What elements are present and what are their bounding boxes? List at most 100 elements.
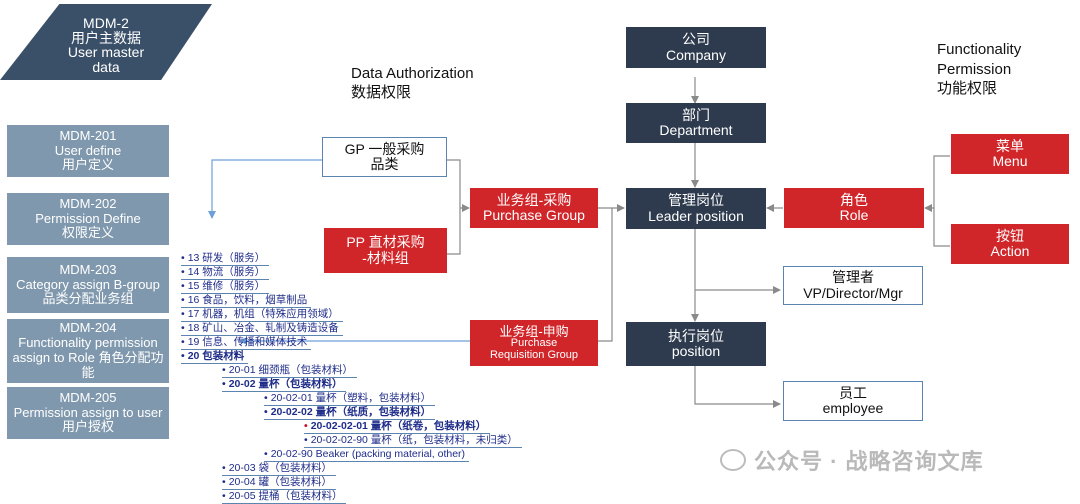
- requisition-group-en1: Purchase: [510, 337, 558, 350]
- menu-en: Permission assign to user: [13, 404, 163, 420]
- menu-zh: 能: [81, 364, 95, 380]
- tree-label: 15 维修（服务）: [187, 280, 266, 292]
- requisition-group-zh: 业务组-申购: [499, 323, 569, 339]
- tree-label: 20 包装材料: [187, 350, 245, 362]
- gp-category-box[interactable]: GP 一般采购 品类: [322, 137, 447, 177]
- purchase-group-en: Purchase Group: [483, 207, 585, 223]
- menu-zh: 用户授权: [61, 419, 114, 435]
- menu-code: MDM-203: [59, 261, 117, 277]
- department-zh: 部门: [682, 106, 710, 123]
- tree-item[interactable]: •20 包装材料: [181, 350, 249, 364]
- tree-label: 16 食品，饮料，烟草制品: [187, 294, 308, 306]
- tree-item[interactable]: •20-02 量杯（包装材料）: [222, 378, 347, 392]
- action-en: Action: [990, 243, 1030, 259]
- tree-label: 20-01 细颈瓶（包装材料）: [228, 364, 353, 376]
- tree-label: 20-02-02 量杯（纸质，包装材料）: [270, 406, 432, 418]
- tree-label: 20-04 罐（包装材料）: [228, 476, 332, 488]
- company-zh: 公司: [682, 31, 710, 48]
- data-authorization-heading: Data Authorization 数据权限: [351, 65, 474, 103]
- exec-position-box[interactable]: 执行岗位 position: [626, 322, 766, 366]
- menu-item-mdm-204[interactable]: MDM-204 Functionality permission assign …: [7, 319, 169, 383]
- tree-item[interactable]: •17 机器，机组（特殊应用领域）: [181, 308, 343, 322]
- tree-item[interactable]: •18 矿山、冶金、轧制及铸造设备: [181, 322, 343, 336]
- tree-item[interactable]: •20-01 细颈瓶（包装材料）: [222, 364, 357, 378]
- manager-zh: 管理者: [832, 269, 874, 286]
- menu-item-mdm-201[interactable]: MDM-201 User define 用户定义: [7, 125, 169, 177]
- menu-en: Category assign B-group: [16, 276, 160, 292]
- menu-en: Menu: [992, 153, 1028, 169]
- menu-en: Functionality permission: [18, 335, 158, 351]
- tree-item[interactable]: •16 食品，饮料，烟草制品: [181, 294, 312, 308]
- leader-zh: 管理岗位: [668, 192, 724, 209]
- company-box[interactable]: 公司 Company: [626, 27, 766, 68]
- leader-en: Leader position: [648, 207, 744, 224]
- functionality-permission-heading: Functionality Permission 功能权限: [937, 40, 1021, 99]
- tree-label: 19 信息、传播和媒体技术: [187, 336, 308, 348]
- tree-label: 13 研发（服务）: [187, 252, 266, 264]
- menu-item-mdm-203[interactable]: MDM-203 Category assign B-group 品类分配业务组: [7, 257, 169, 313]
- tree-item[interactable]: •13 研发（服务）: [181, 252, 270, 266]
- menu-en: User define: [54, 142, 122, 158]
- tree-item[interactable]: •14 物流（服务）: [181, 266, 270, 280]
- tree-label: 20-02 量杯（包装材料）: [228, 378, 343, 390]
- gp-line2: 品类: [370, 156, 399, 172]
- pp-line1: PP 直材采购: [346, 234, 425, 251]
- menu-zh: 品类分配业务组: [42, 291, 134, 307]
- purchase-group-box[interactable]: 业务组-采购 Purchase Group: [470, 188, 598, 228]
- menu-code: MDM-202: [59, 195, 117, 211]
- heading-en: Data Authorization: [351, 65, 474, 82]
- menu-zh: 菜单: [996, 137, 1024, 154]
- requisition-group-en2: Requisition Group: [489, 348, 579, 361]
- header-line3: User master: [67, 44, 145, 61]
- employee-zh: 员工: [839, 384, 867, 401]
- tree-label: 20-02-90 Beaker (packing material, other…: [270, 448, 466, 460]
- menu-code: MDM-205: [59, 389, 117, 405]
- tree-label: 20-03 袋（包装材料）: [228, 462, 332, 474]
- role-zh: 角色: [840, 191, 868, 208]
- role-en: Role: [839, 207, 869, 223]
- heading-zh: 数据权限: [351, 83, 412, 101]
- watermark-text: 公众号 · 战略咨询文库: [754, 449, 984, 474]
- tree-item[interactable]: •20-05 提桶（包装材料）: [222, 490, 347, 504]
- menu-en: Permission Define: [35, 210, 141, 226]
- action-box[interactable]: 按钮 Action: [951, 224, 1069, 264]
- menu-zh: 用户定义: [61, 157, 114, 173]
- employee-en: employee: [822, 400, 884, 416]
- tree-item[interactable]: •20-04 罐（包装材料）: [222, 476, 336, 490]
- tree-item[interactable]: •20-02-02-90 量杯（纸，包装材料，未归类）: [304, 434, 522, 448]
- tree-item[interactable]: •19 信息、传播和媒体技术: [181, 336, 312, 350]
- tree-item[interactable]: •20-02-01 量杯（塑料，包装材料）: [264, 392, 436, 406]
- requisition-group-box[interactable]: 业务组-申购 Purchase Requisition Group: [470, 320, 598, 366]
- tree-item[interactable]: •15 维修（服务）: [181, 280, 270, 294]
- department-en: Department: [659, 122, 733, 138]
- gp-line1: GP 一般采购: [344, 140, 425, 157]
- menu-code: MDM-204: [59, 320, 117, 336]
- manager-box[interactable]: 管理者 VP/Director/Mgr: [783, 266, 923, 305]
- tree-item[interactable]: •20-02-02 量杯（纸质，包装材料）: [264, 406, 436, 420]
- header-line4: data: [92, 59, 120, 76]
- menu-box[interactable]: 菜单 Menu: [951, 134, 1069, 174]
- department-box[interactable]: 部门 Department: [626, 103, 766, 143]
- tree-item[interactable]: •20-02-90 Beaker (packing material, othe…: [264, 448, 470, 462]
- menu-zh: 权限定义: [61, 225, 114, 241]
- manager-en: VP/Director/Mgr: [803, 284, 903, 301]
- menu-en-2: assign to Role 角色分配功: [12, 350, 164, 365]
- pp-line2: -材料组: [362, 249, 409, 266]
- wechat-icon: [720, 449, 746, 471]
- tree-item[interactable]: •20-03 袋（包装材料）: [222, 462, 336, 476]
- heading-line2: Permission: [937, 60, 1012, 78]
- employee-box[interactable]: 员工 employee: [783, 381, 923, 421]
- pp-material-group-box[interactable]: PP 直材采购 -材料组: [324, 228, 447, 273]
- leader-position-box[interactable]: 管理岗位 Leader position: [626, 188, 766, 229]
- purchase-group-zh: 业务组-采购: [496, 191, 572, 208]
- menu-item-mdm-202[interactable]: MDM-202 Permission Define 权限定义: [7, 193, 169, 245]
- heading-line1: Functionality: [937, 41, 1022, 58]
- company-en: Company: [666, 46, 726, 63]
- action-zh: 按钮: [996, 227, 1024, 244]
- tree-item-selected[interactable]: •20-02-02-01 量杯（纸卷，包装材料）: [304, 420, 491, 434]
- tree-label: 20-02-01 量杯（塑料，包装材料）: [270, 392, 432, 404]
- role-box[interactable]: 角色 Role: [784, 188, 924, 228]
- menu-item-mdm-205[interactable]: MDM-205 Permission assign to user 用户授权: [7, 387, 169, 439]
- exec-en: position: [671, 343, 721, 359]
